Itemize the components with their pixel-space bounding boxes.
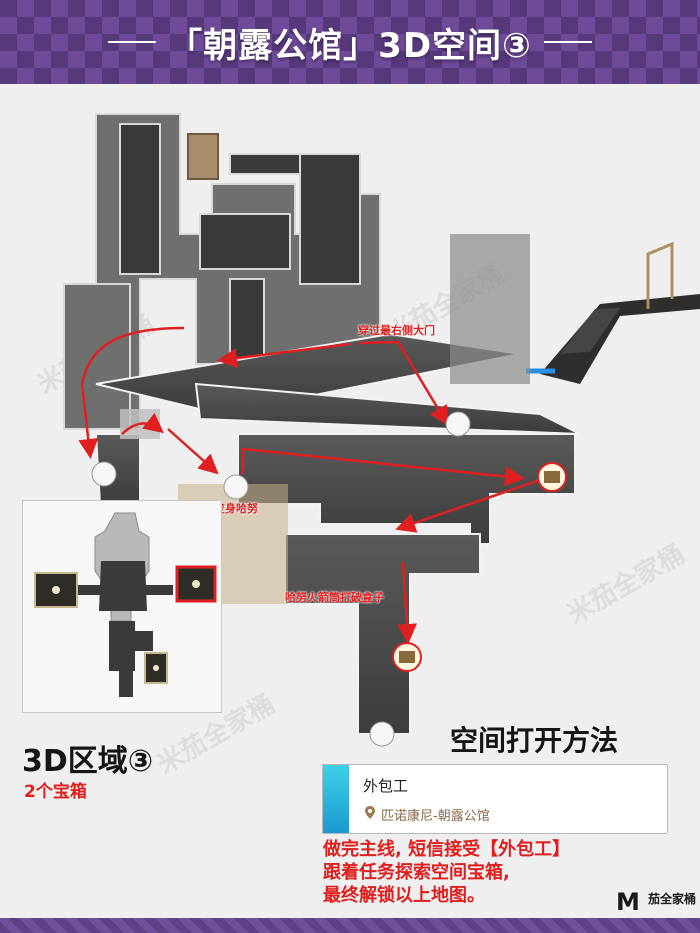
npc-marker — [91, 411, 471, 747]
method-title: 空间打开方法 — [450, 724, 619, 757]
quest-card[interactable]: 外包工 匹诺康尼-朝露公馆 — [322, 764, 668, 834]
quest-accent — [323, 765, 349, 833]
zone-title: 3D区域③ — [22, 744, 154, 779]
desc-line: 做完主线, 短信接受【外包工】 — [323, 839, 571, 860]
title-bar: 「朝露公馆」3D空间③ — [0, 14, 700, 70]
minimap-room-right — [175, 565, 217, 603]
center-door — [450, 234, 530, 384]
page-title: 「朝露公馆」3D空间③ — [168, 25, 532, 66]
floor-slabs — [94, 332, 581, 735]
brand-text: 茄全家桶 — [648, 892, 697, 906]
footer-stripe — [0, 918, 700, 933]
location-pin-icon — [365, 806, 375, 819]
svg-text:M: M — [616, 888, 640, 916]
quest-name: 外包工 — [363, 777, 409, 795]
title-right-line — [543, 41, 592, 43]
chest-marker — [537, 462, 567, 492]
desc-line: 最终解锁以上地图。 — [323, 885, 485, 906]
isometric-map — [63, 113, 700, 747]
minimap — [22, 500, 222, 713]
staircase — [526, 294, 700, 384]
desc-line: 跟着任务探索空间宝箱, — [323, 862, 510, 883]
quest-location: 匹诺康尼-朝露公馆 — [381, 809, 490, 824]
minimap-room-left — [34, 572, 78, 608]
method-description: 做完主线, 短信接受【外包工】 跟着任务探索空间宝箱, 最终解锁以上地图。 — [323, 838, 653, 907]
chest-count: 2个宝箱 — [24, 782, 87, 802]
label-pass-right-door: 穿过最右侧大门 — [358, 324, 435, 337]
minimap-svg — [34, 512, 217, 697]
route-arrows — [78, 326, 541, 644]
chest-marker — [392, 642, 422, 672]
right-door — [646, 241, 674, 309]
minimap-room-bottom — [144, 652, 168, 684]
label-transform-hanu: 变身哈努 — [214, 502, 258, 515]
label-hanu-rocket: 哈努火箭筒打破盒子 — [285, 591, 384, 604]
painting — [187, 133, 219, 180]
title-left-line — [108, 41, 157, 43]
brand-logo: M — [616, 888, 640, 916]
